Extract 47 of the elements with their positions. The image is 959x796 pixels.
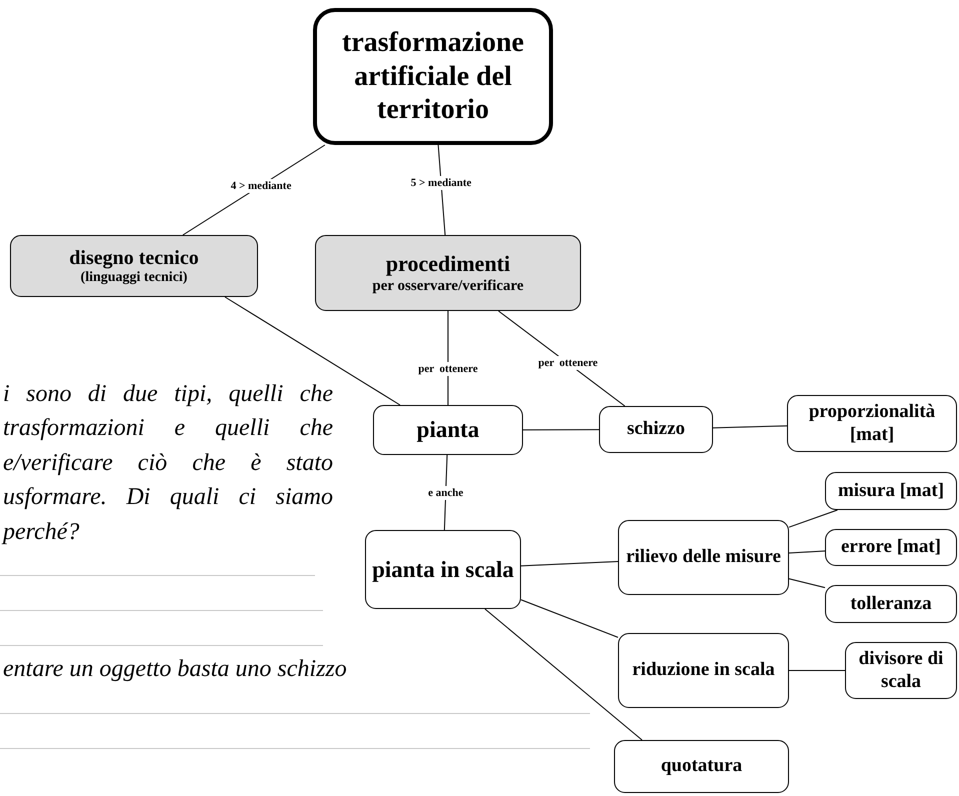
- node-title: misura [mat]: [838, 480, 944, 502]
- question-text: i sono di due tipi, quelli che: [2, 380, 333, 409]
- node-title: proporzionalità [mat]: [808, 400, 936, 446]
- node-title: procedimenti: [386, 250, 510, 278]
- concept-box: [825, 529, 957, 566]
- question-text: perché?: [0, 518, 80, 547]
- concept-box: [599, 406, 713, 453]
- node-title: divisore di scala: [858, 648, 944, 694]
- concept-box: [365, 530, 521, 609]
- concept-box: [787, 395, 957, 452]
- concept-box: [845, 642, 957, 699]
- connector-line: [788, 670, 846, 671]
- connector-line: [224, 296, 400, 406]
- connector-line: [788, 550, 826, 554]
- node-title: pianta in scala: [372, 556, 514, 584]
- node-title: riduzione in scala: [632, 659, 775, 682]
- concept-box: [315, 235, 581, 311]
- connector-line: [788, 578, 826, 588]
- concept-box: [618, 520, 789, 595]
- node-title: quotatura: [660, 755, 742, 778]
- node-title: disegno tecnico: [69, 246, 199, 270]
- node-subtitle: per osservare/verificare: [372, 277, 524, 296]
- question-text: e/verificare ciò che è stato: [2, 449, 333, 478]
- node-title: errore [mat]: [840, 536, 942, 559]
- connector-line: [788, 510, 838, 528]
- main-concept-box: [313, 8, 553, 145]
- connector-line: [712, 425, 788, 428]
- question-text: entare un oggetto basta uno schizzo: [2, 655, 347, 684]
- connector-line: [520, 560, 618, 566]
- concept-box: [10, 235, 258, 297]
- edge-label: 4 > mediante: [228, 178, 294, 192]
- connector-line: [520, 599, 618, 638]
- node-title: trasformazione artificiale del territorio: [341, 26, 525, 127]
- concept-box: [614, 740, 789, 793]
- node-title: pianta: [416, 416, 480, 444]
- node-subtitle: (linguaggi tecnici): [80, 270, 188, 286]
- node-title: tolleranza: [850, 592, 932, 616]
- connector-line: [522, 429, 600, 430]
- node-title: schizzo: [626, 418, 686, 441]
- concept-box: [373, 405, 523, 455]
- concept-box: [825, 585, 957, 623]
- concept-box: [825, 472, 957, 510]
- question-text: trasformazioni e quelli che: [2, 414, 333, 443]
- connector-line: [484, 608, 642, 740]
- node-title: rilievo delle misure: [626, 546, 781, 569]
- concept-box: [618, 633, 789, 708]
- question-text: usformare. Di quali ci siamo: [2, 483, 333, 512]
